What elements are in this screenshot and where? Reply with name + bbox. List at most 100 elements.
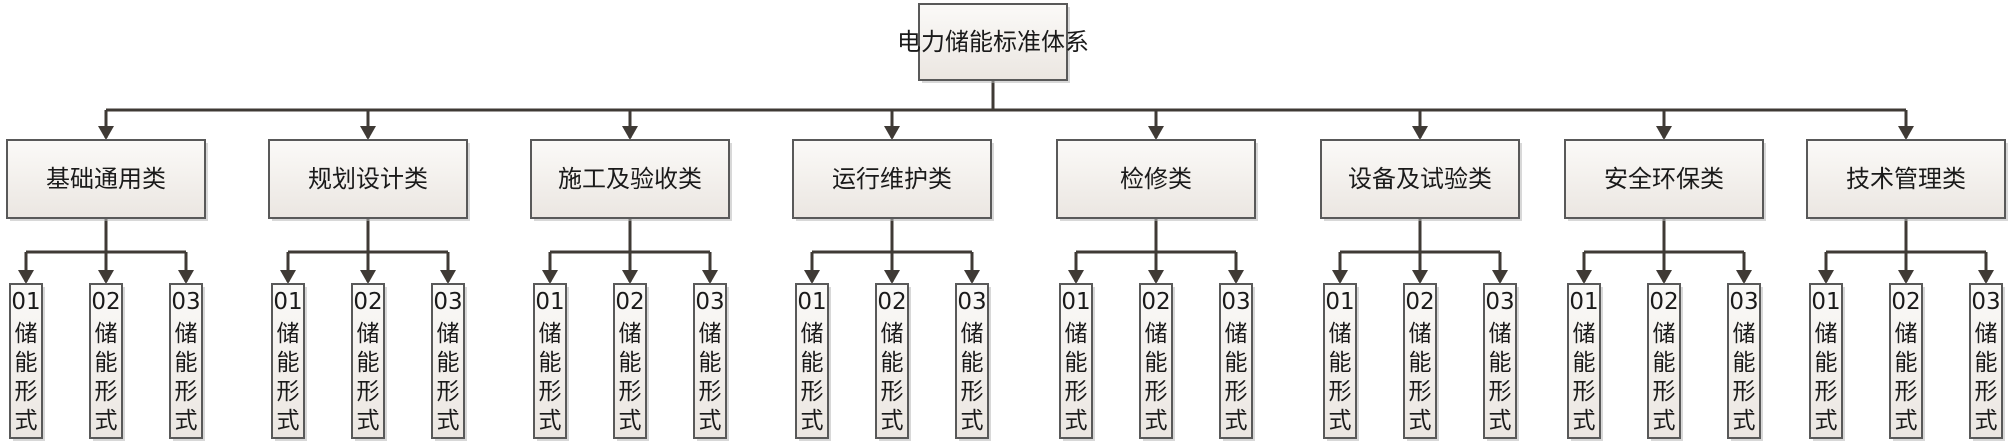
leaf-char: 形 [699,379,722,405]
leaf-char: 储 [1653,321,1676,347]
leaf-char: 式 [277,408,300,434]
leaf-arrow [440,270,456,284]
category-arrow [622,126,638,140]
box-frame [1056,139,1256,219]
leaf-number: 02 [353,289,382,315]
box-frame [955,283,989,439]
leaf-char: 能 [1145,350,1168,376]
box-frame [89,283,123,439]
category-node: 运行维护类 [792,139,994,221]
box-frame [271,283,305,439]
leaf-char: 储 [1733,321,1756,347]
leaf-char: 式 [1225,408,1248,434]
box-frame [1727,283,1761,439]
leaf-number: 03 [1221,289,1250,315]
leaf-number: 02 [91,289,120,315]
box-frame [693,283,727,439]
leaf-char: 式 [175,408,198,434]
category-label: 检修类 [1120,165,1192,193]
leaf-number: 03 [433,289,462,315]
leaf-number: 03 [1971,289,2000,315]
leaf-number: 01 [797,289,826,315]
leaf-char: 能 [801,350,824,376]
connector-lines [18,80,1994,284]
leaf-char: 能 [437,350,460,376]
leaf-char: 储 [1573,321,1596,347]
leaf-char: 储 [1225,321,1248,347]
leaf-arrow [1412,270,1428,284]
leaf-char: 能 [619,350,642,376]
category-label: 施工及验收类 [558,165,702,193]
box-frame [1889,283,1923,439]
leaf-char: 形 [277,379,300,405]
leaf-char: 形 [961,379,984,405]
leaf-char: 储 [1489,321,1512,347]
leaf-char: 式 [1065,408,1088,434]
box-frame [1219,283,1253,439]
leaf-arrow [1068,270,1084,284]
category-node: 施工及验收类 [530,139,732,221]
leaf-char: 形 [1815,379,1838,405]
leaf-arrow [622,270,638,284]
leaf-char: 能 [699,350,722,376]
leaf-char: 形 [1329,379,1352,405]
leaf-arrow [1148,270,1164,284]
leaf-char: 形 [1975,379,1998,405]
leaf-char: 储 [437,321,460,347]
box-frame [351,283,385,439]
leaf-number: 03 [957,289,986,315]
box-frame [792,139,992,219]
leaf-char: 储 [881,321,904,347]
leaf-arrow [98,270,114,284]
box-frame [613,283,647,439]
leaf-char: 能 [95,350,118,376]
leaf-char: 形 [437,379,460,405]
leaf-arrow [1492,270,1508,284]
box-frame [1806,139,2006,219]
leaf-char: 能 [881,350,904,376]
category-arrow [1898,126,1914,140]
leaf-arrow [280,270,296,284]
leaf-arrow [1898,270,1914,284]
leaf-char: 能 [1975,350,1998,376]
category-node: 设备及试验类 [1320,139,1522,221]
leaf-char: 能 [1733,350,1756,376]
box-frame [1809,283,1843,439]
leaf-char: 能 [1815,350,1838,376]
leaf-char: 能 [1065,350,1088,376]
leaf-char: 形 [619,379,642,405]
category-arrow [360,126,376,140]
leaf-number: 02 [877,289,906,315]
leaf-char: 形 [1409,379,1432,405]
leaf-char: 形 [801,379,824,405]
leaf-char: 储 [1065,321,1088,347]
leaf-char: 式 [1895,408,1918,434]
category-node: 安全环保类 [1564,139,1766,221]
box-frame [1483,283,1517,439]
leaf-char: 形 [881,379,904,405]
leaf-number: 01 [1325,289,1354,315]
leaf-char: 储 [619,321,642,347]
leaf-char: 式 [1573,408,1596,434]
leaf-number: 02 [615,289,644,315]
box-frame [530,139,730,219]
box-frame [268,139,468,219]
leaf-char: 储 [699,321,722,347]
leaf-char: 式 [1329,408,1352,434]
leaf-arrow [702,270,718,284]
leaf-char: 形 [539,379,562,405]
leaf-arrow [542,270,558,284]
leaf-char: 式 [699,408,722,434]
leaf-char: 储 [277,321,300,347]
category-label: 设备及试验类 [1348,165,1492,193]
